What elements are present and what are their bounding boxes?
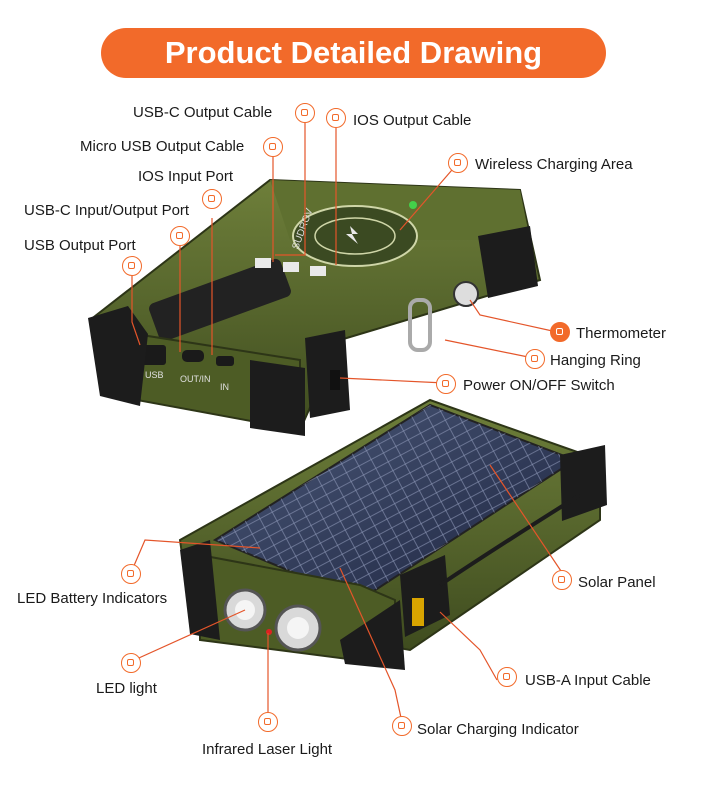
callout-led-battery-indicators: LED Battery Indicators: [17, 590, 168, 607]
callout-thermometer: Thermometer: [576, 325, 667, 342]
leader-lines: [129, 123, 568, 728]
callout-hanging-ring: Hanging Ring: [550, 352, 641, 369]
callout-usb-output-port: USB Output Port: [24, 237, 136, 254]
usb-c-icon: [295, 103, 315, 123]
callout-usb-c-input-output-port: USB-C Input/Output Port: [24, 202, 190, 219]
usb-c-icon: [170, 226, 190, 246]
led-indicator-icon: [121, 564, 141, 584]
wireless-icon: [448, 153, 468, 173]
solar-icon: [552, 570, 572, 590]
laser-icon: [258, 712, 278, 732]
power-icon: [436, 374, 456, 394]
callout-micro-usb-output-cable: Micro USB Output Cable: [80, 138, 245, 155]
callout-ios-output-cable: IOS Output Cable: [353, 112, 472, 129]
port-label-in: IN: [220, 382, 229, 392]
callout-usb-c-output-cable: USB-C Output Cable: [133, 104, 273, 121]
hanging-ring-icon: [525, 349, 545, 369]
micro-usb-icon: [263, 137, 283, 157]
usb-a-icon: [497, 667, 517, 687]
callout-power-switch: Power ON/OFF Switch: [463, 377, 615, 394]
callout-led-light: LED light: [96, 680, 157, 697]
callout-solar-charging-indicator: Solar Charging Indicator: [417, 721, 579, 738]
callout-solar-panel: Solar Panel: [578, 574, 656, 591]
top-device: SUDROV USB OUT/IN IN: [88, 178, 542, 436]
callout-ios-input-port: IOS Input Port: [138, 168, 234, 185]
page-title: Product Detailed Drawing: [101, 28, 606, 78]
solar-icon: [392, 716, 412, 736]
callout-wireless-charging-area: Wireless Charging Area: [475, 156, 633, 173]
lightning-icon: [326, 108, 346, 128]
usb-icon: [122, 256, 142, 276]
flashlight-icon: [121, 653, 141, 673]
lightning-icon: [202, 189, 222, 209]
callout-usb-a-input-cable: USB-A Input Cable: [525, 672, 651, 689]
port-label-out-in: OUT/IN: [180, 374, 211, 384]
bottom-device: [178, 398, 607, 670]
callout-infrared-laser-light: Infrared Laser Light: [202, 741, 333, 758]
port-label-usb: USB: [145, 370, 164, 380]
thermometer-icon: [550, 322, 570, 342]
